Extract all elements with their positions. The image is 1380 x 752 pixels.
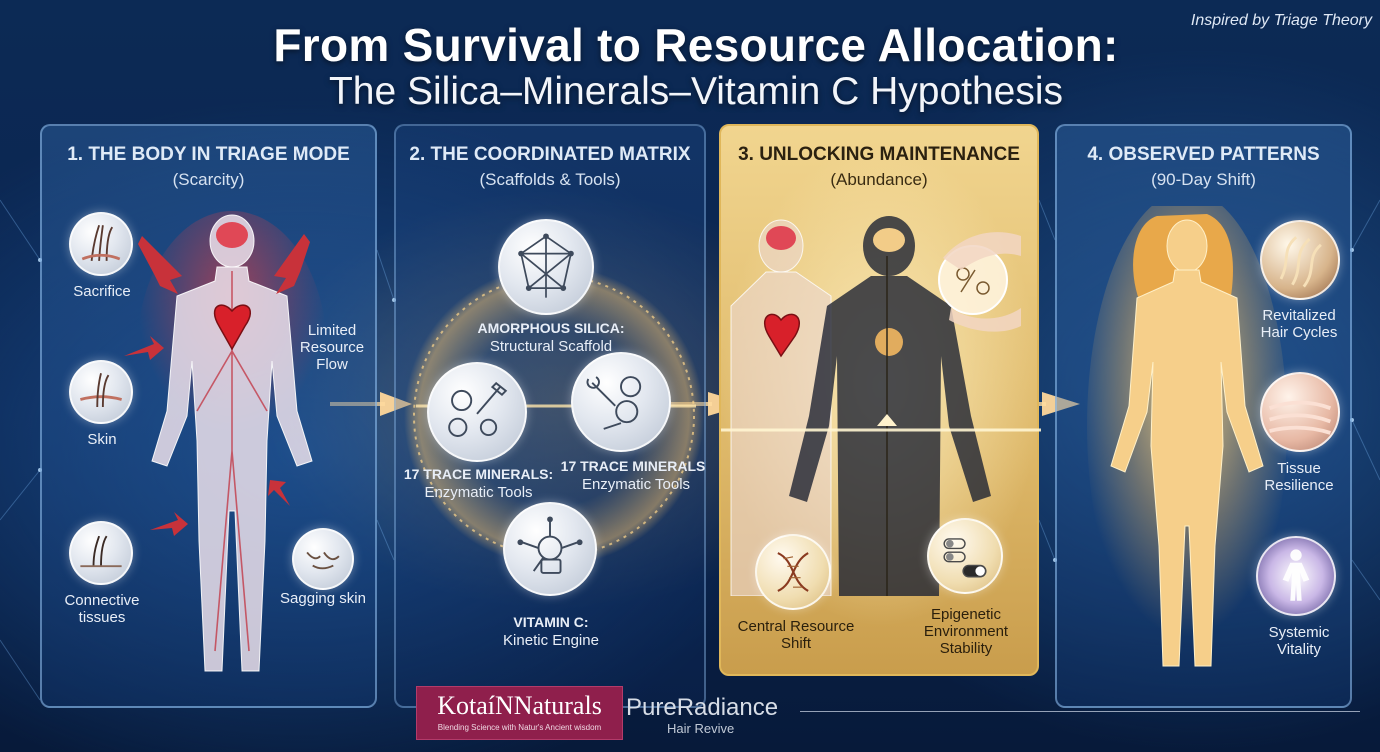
brand-name-right: PureRadiance <box>626 694 779 721</box>
silica-title: AMORPHOUS SILICA: <box>477 320 625 336</box>
item-label-central-resource-shift: Central Resource Shift <box>737 618 855 652</box>
kotai-naturals-logo: KotaíNNaturals Blending Science with Nat… <box>416 686 623 740</box>
panel-subtitle: (90-Day Shift) <box>1151 170 1256 189</box>
radiant-body-figure <box>1087 191 1287 676</box>
vitamin-desc: Kinetic Engine <box>503 632 599 649</box>
skin-follicle-icon <box>69 360 133 424</box>
silica-desc: Structural Scaffold <box>489 338 613 355</box>
minerals-right-title: 17 TRACE MINERALS <box>560 458 706 474</box>
vitamin-title: VITAMIN C: <box>513 614 589 630</box>
panel-title: 2. THE COORDINATED MATRIX <box>409 144 691 165</box>
glowing-body-icon <box>1256 536 1336 616</box>
dna-helix-icon <box>755 534 831 610</box>
silica-crystal-icon <box>498 219 594 315</box>
hair-wave-icon <box>1260 220 1340 300</box>
triage-arrows <box>124 234 310 536</box>
item-label-skin: Skin <box>87 431 117 448</box>
minerals-left-desc: Enzymatic Tools <box>424 484 533 501</box>
triage-body-figure <box>137 211 327 681</box>
panel-coordinated-matrix: 2. THE COORDINATED MATRIX (Scaffolds & T… <box>394 124 706 708</box>
item-label-tissue-resilience: Tissue Resilience <box>1264 460 1334 494</box>
panel-observed-patterns: 4. OBSERVED PATTERNS (90-Day Shift) Revi… <box>1055 124 1352 708</box>
tools-gears-icon-right <box>571 352 671 452</box>
page-title: From Survival to Resource Allocation: <box>273 19 1119 71</box>
panel-title: 3. UNLOCKING MAINTENANCE <box>738 144 1020 165</box>
item-label-epigenetic-stability: Epigenetic Environment Stability <box>923 606 1009 657</box>
minerals-right-desc: Enzymatic Tools <box>581 476 691 493</box>
page-subtitle: The Silica–Minerals–Vitamin C Hypothesis <box>328 70 1064 113</box>
hair-follicle-icon <box>69 212 133 276</box>
tools-gears-icon-left <box>427 362 527 462</box>
brand-name-left: KotaíNNaturals <box>437 691 602 720</box>
inspired-by-note: Inspired by Triage Theory <box>1190 12 1372 29</box>
panel-triage-mode: 1. THE BODY IN TRIAGE MODE (Scarcity) Sa… <box>40 124 377 708</box>
panel-title: 4. OBSERVED PATTERNS <box>1087 144 1320 165</box>
item-label-sagging-skin: Sagging skin <box>280 590 366 607</box>
panel-unlocking-maintenance: 3. UNLOCKING MAINTENANCE (Abundance) <box>719 124 1041 676</box>
epigenetic-toggle-icon <box>927 518 1003 594</box>
panel-title: 1. THE BODY IN TRIAGE MODE <box>67 144 350 165</box>
vitamin-c-molecule-icon <box>503 502 597 596</box>
item-label-connective-tissues: Connective tissues <box>64 592 140 626</box>
brand-subname: Hair Revive <box>667 721 735 736</box>
panel-subtitle: (Scarcity) <box>172 170 245 189</box>
minerals-left-title: 17 TRACE MINERALS: <box>403 466 554 482</box>
panel-subtitle: (Scaffolds & Tools) <box>479 170 621 189</box>
panel-subtitle: (Abundance) <box>830 170 928 189</box>
tissue-layers-icon <box>1260 372 1340 452</box>
item-label-systemic-vitality: Systemic Vitality <box>1268 624 1330 658</box>
item-label-sacrifice: Sacrifice <box>73 283 131 300</box>
item-label-revitalized-hair: Revitalized Hair Cycles <box>1260 307 1338 341</box>
limited-resource-flow-label: Limited Resource Flow <box>299 322 365 373</box>
brand-divider <box>800 711 1360 712</box>
brand-tagline: Blending Science with Natur's Ancient wi… <box>437 723 602 732</box>
split-body-figure <box>721 196 1041 597</box>
sagging-skin-icon <box>292 528 354 590</box>
connective-tissue-icon <box>69 521 133 585</box>
